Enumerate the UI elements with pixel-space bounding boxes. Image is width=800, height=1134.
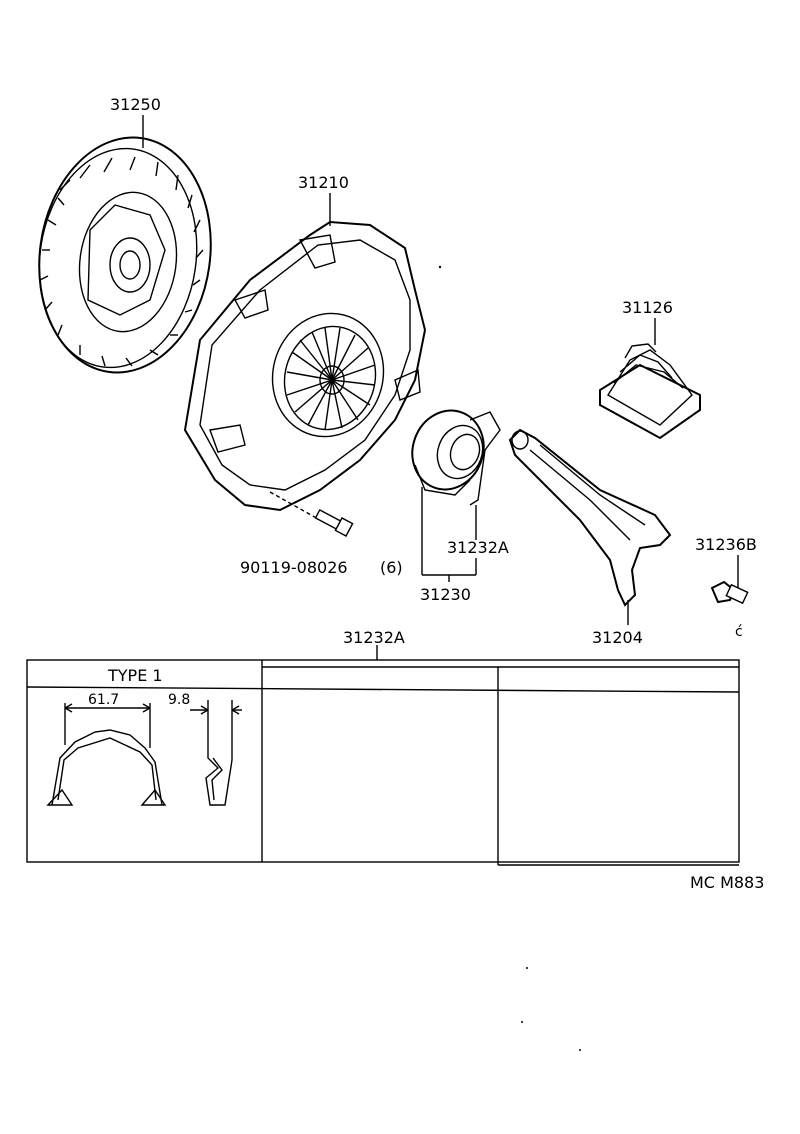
label-release-fork: 31204 — [592, 628, 643, 647]
pressure-plate-illustration — [183, 193, 427, 521]
label-bolt-qty: (6) — [380, 558, 403, 577]
label-release-bearing: 31230 — [420, 585, 471, 604]
label-clip: 31232A — [447, 538, 509, 557]
label-pivot-ball: 31236B — [695, 535, 757, 554]
boot-illustration — [599, 318, 701, 440]
clutch-disc-illustration — [38, 115, 212, 374]
clip-front-view — [46, 703, 167, 806]
release-bearing-illustration — [411, 409, 501, 582]
release-fork-illustration — [508, 428, 672, 625]
dimension-width: 61.7 — [88, 692, 119, 708]
dimension-depth: 9.8 — [168, 692, 190, 708]
bolt-illustration — [314, 509, 354, 537]
scan-specks — [438, 265, 581, 1051]
svg-text:ć: ć — [735, 624, 743, 640]
label-clutch-disc: 31250 — [110, 95, 161, 114]
label-pressure-plate: 31210 — [298, 173, 349, 192]
diagram-code: MC M883 — [690, 873, 764, 892]
label-bolt: 90119-08026 — [240, 558, 348, 577]
variant-table — [26, 645, 740, 866]
table-header-part-number: 31232A — [343, 628, 405, 647]
pivot-ball-illustration: ć — [710, 555, 749, 640]
clip-side-view — [190, 700, 242, 806]
table-type-label: TYPE 1 — [107, 666, 163, 685]
label-boot: 31126 — [622, 298, 673, 317]
